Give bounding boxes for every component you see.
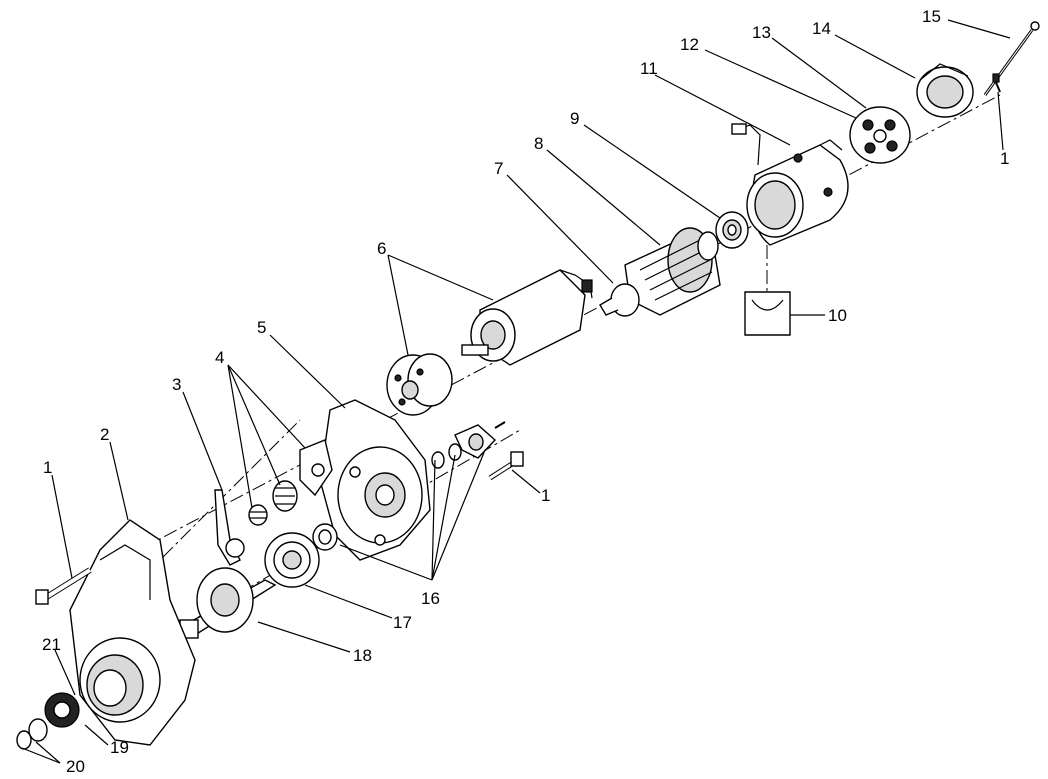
callout-13: 13 <box>752 23 771 42</box>
callout-2: 2 <box>100 425 109 444</box>
part-18-drive-shaft <box>179 567 277 639</box>
part-8-armature <box>624 227 721 316</box>
part-14-end-cap <box>916 63 974 118</box>
callout-labels: 15 14 13 12 11 1 9 8 7 6 10 5 4 3 2 1 1 … <box>42 7 1009 776</box>
leader-lines <box>21 19 1011 764</box>
part-2-nose-housing <box>69 519 196 746</box>
callout-11: 11 <box>640 59 658 78</box>
callout-1-left: 1 <box>43 458 52 477</box>
part-13-brush-holder <box>849 106 911 164</box>
callout-18: 18 <box>353 646 372 665</box>
callout-9: 9 <box>570 109 579 128</box>
part-5-drive-housing <box>319 399 431 561</box>
callout-8: 8 <box>534 134 543 153</box>
callout-1-top: 1 <box>1000 149 1009 168</box>
part-11-field-frame <box>731 123 849 246</box>
callout-15: 15 <box>922 7 941 26</box>
callout-10: 10 <box>828 306 847 325</box>
callout-17: 17 <box>393 613 412 632</box>
part-1-bolt-right <box>488 451 524 481</box>
callout-5: 5 <box>257 318 266 337</box>
part-4-springs-and-plate <box>248 439 333 526</box>
callout-12: 12 <box>680 35 699 54</box>
callout-21: 21 <box>42 635 61 654</box>
callout-3: 3 <box>172 375 181 394</box>
callout-7: 7 <box>494 159 503 178</box>
part-17-gear <box>264 532 320 588</box>
part-10-bracket <box>744 245 791 336</box>
callout-1-right: 1 <box>541 486 550 505</box>
part-7-shaft-end <box>599 283 640 317</box>
part-9-bearing <box>715 211 749 249</box>
callout-20: 20 <box>66 757 85 776</box>
callout-16: 16 <box>421 589 440 608</box>
part-19-pinion-gear <box>44 692 80 728</box>
part-15-through-bolt <box>983 21 1040 96</box>
callout-6: 6 <box>377 239 386 258</box>
part-20-snap-rings <box>16 718 48 750</box>
callout-19: 19 <box>110 738 129 757</box>
part-16-washers <box>312 421 506 551</box>
part-3-shift-lever <box>214 489 245 566</box>
part-1-small-screw-top <box>992 73 1001 93</box>
part-6-plunger-disc <box>386 353 453 416</box>
callout-14: 14 <box>812 19 831 38</box>
callout-4: 4 <box>215 348 224 367</box>
part-1-bolt-left <box>35 567 92 605</box>
part-6-solenoid <box>461 269 593 366</box>
